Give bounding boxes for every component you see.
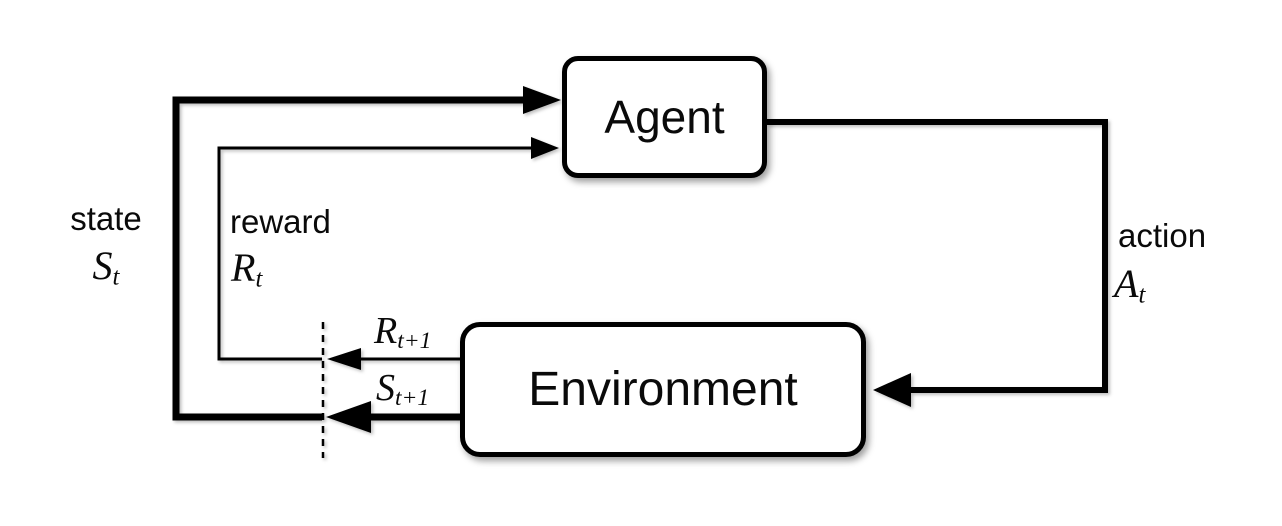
state-feedback-line [172, 96, 523, 421]
action-line [767, 119, 1108, 393]
action-label-text: action [1118, 217, 1207, 254]
action-label: action [1118, 217, 1206, 255]
action-symbol: At [1114, 260, 1145, 309]
reward-feedback-line [217, 146, 532, 361]
next-reward-arrowhead [327, 348, 361, 370]
state-symbol: St [56, 242, 156, 291]
reward-symbol: Rt [231, 244, 262, 293]
state-label-text: state [70, 200, 142, 237]
state-to-agent-arrowhead [523, 86, 561, 114]
reward-symbol-letter: R [231, 245, 256, 290]
state-symbol-letter: S [92, 243, 113, 288]
environment-box-label: Environment [528, 363, 798, 416]
reward-to-agent-arrowhead [531, 137, 559, 159]
state-symbol-subscript: t [112, 263, 120, 291]
next-reward-symbol-subscript: t+1 [397, 328, 432, 355]
next-state-symbol-letter: S [376, 367, 395, 409]
next-state-arrowhead [326, 401, 371, 433]
action-to-environment-arrowhead [873, 373, 911, 407]
agent-box-label: Agent [604, 91, 725, 143]
action-symbol-letter: A [1114, 261, 1139, 306]
reward-label: reward [230, 203, 331, 241]
reward-label-text: reward [230, 203, 331, 240]
reward-symbol-subscript: t [255, 265, 263, 293]
state-label: state [56, 200, 156, 238]
next-reward-symbol-letter: R [374, 310, 398, 352]
next-state-symbol: St+1 [376, 366, 429, 412]
next-state-symbol-subscript: t+1 [395, 385, 430, 412]
environment-box: Environment [460, 322, 866, 457]
next-reward-symbol: Rt+1 [374, 309, 431, 355]
action-symbol-subscript: t [1138, 281, 1146, 309]
agent-box: Agent [562, 56, 767, 178]
